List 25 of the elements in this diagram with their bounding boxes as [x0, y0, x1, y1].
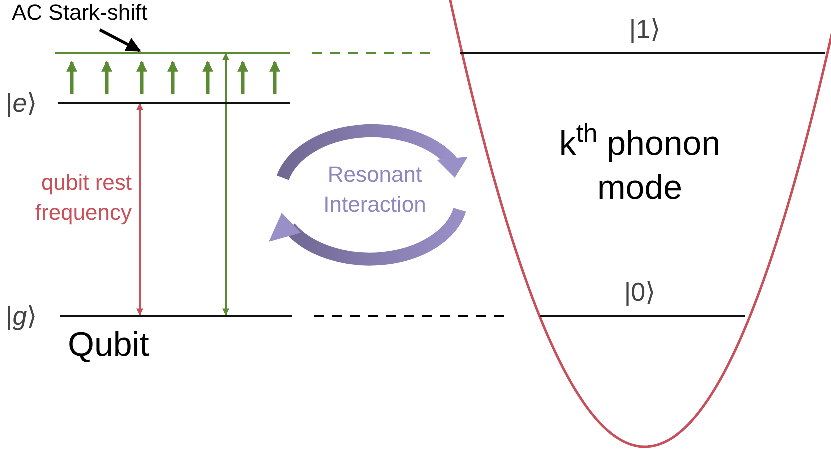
energy-level-line: [460, 52, 825, 54]
arrow: [202, 60, 214, 94]
arrow: [270, 60, 280, 94]
arrow: [136, 60, 148, 94]
interaction-label: Resonant Interaction: [322, 161, 428, 219]
energy-level-line: [540, 315, 745, 317]
energy-level-line: [60, 315, 292, 317]
diagram-label: Qubit: [68, 325, 150, 366]
state-label: |g⟩: [6, 301, 38, 331]
annotation-text: AC Stark-shift: [12, 0, 149, 26]
state-label: |e⟩: [6, 88, 38, 118]
energy-level-line: [55, 52, 290, 54]
edge-label: qubit rest frequency: [34, 169, 132, 227]
mode-label: k$^{th}$ phonon mode: [558, 122, 722, 209]
state-label: |0⟩: [623, 277, 657, 307]
arrow: [102, 60, 112, 94]
arrow: [66, 60, 78, 94]
dashed-line: [312, 52, 432, 54]
leader-arrow: [99, 28, 142, 52]
energy-level-line: [58, 102, 290, 104]
arrow: [238, 60, 248, 94]
arrow: [168, 60, 178, 94]
state-label: |1⟩: [628, 14, 662, 44]
double-arrow: [136, 103, 144, 316]
double-arrow: [222, 53, 230, 316]
